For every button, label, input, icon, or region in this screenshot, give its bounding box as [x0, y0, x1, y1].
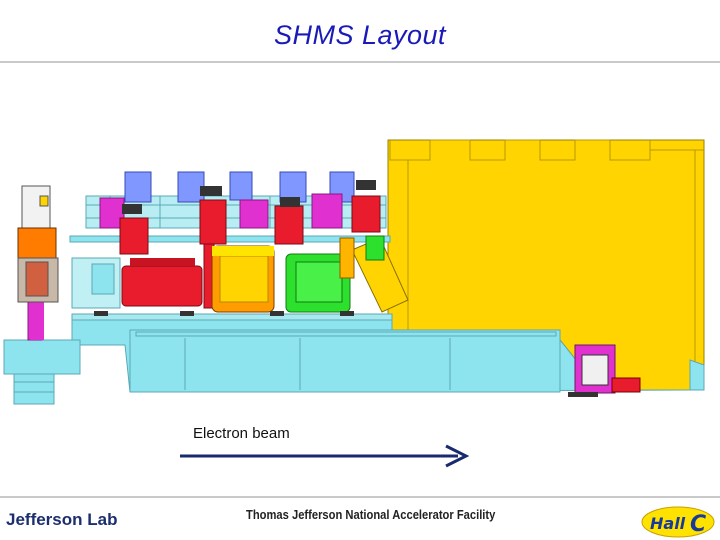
blue-frames — [124, 171, 355, 203]
svg-text:C: C — [690, 512, 706, 537]
title-divider — [0, 61, 720, 63]
red-magnet — [121, 258, 203, 307]
beam-label: Electron beam — [193, 425, 290, 442]
red-supports — [119, 195, 381, 309]
lower-detector — [574, 344, 641, 394]
jefferson-lab-logo: Jefferson Lab — [6, 510, 118, 529]
target-tower — [17, 185, 59, 303]
hall-c-logo: Hall C — [641, 506, 715, 538]
footer-divider — [0, 496, 720, 498]
svg-text:Hall: Hall — [650, 514, 686, 533]
yellow-magnet — [211, 245, 275, 313]
slide-title: SHMS Layout — [273, 20, 447, 50]
angled-dipole — [339, 235, 409, 313]
green-magnet — [285, 253, 351, 313]
footer-organization: Thomas Jefferson National Accelerator Fa… — [246, 507, 496, 522]
electron-beam-arrow — [180, 444, 470, 468]
cyan-platform — [3, 313, 705, 405]
target-post — [30, 300, 44, 340]
bolt-clusters — [94, 180, 598, 397]
